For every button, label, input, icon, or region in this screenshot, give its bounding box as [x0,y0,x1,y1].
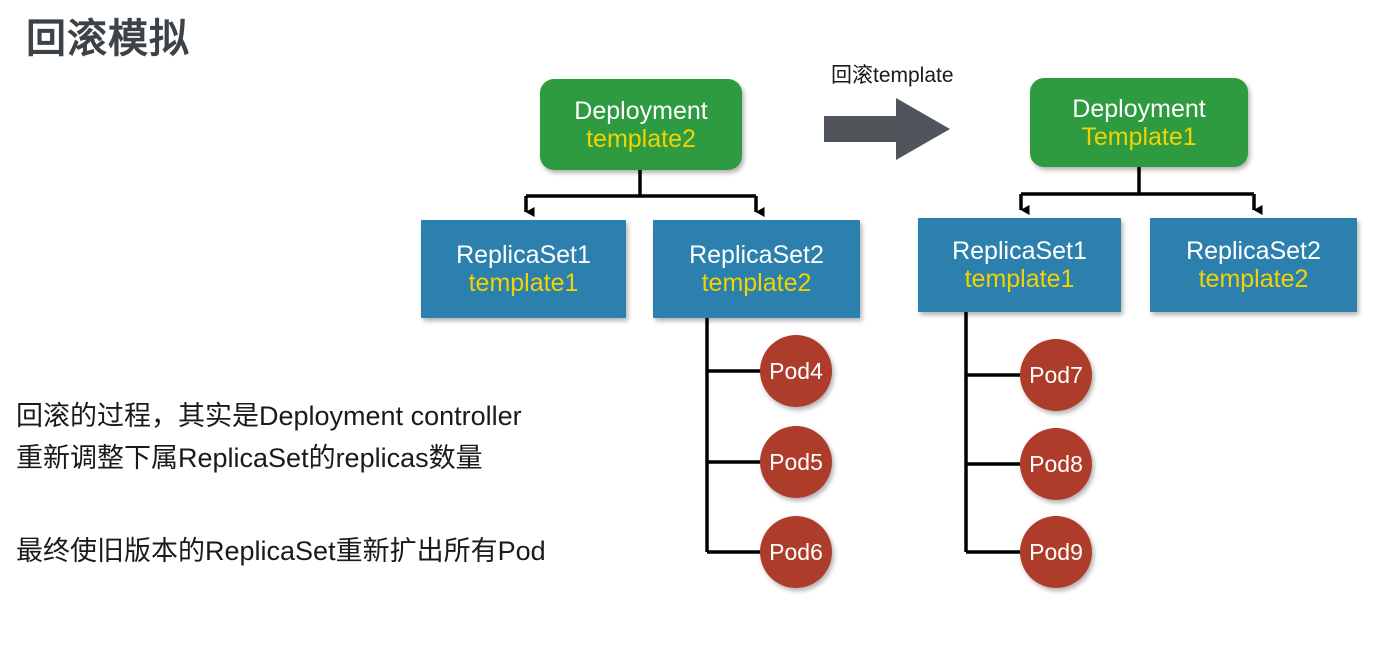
deployment-title-after: Deployment [1072,94,1206,123]
replicaset-template-before-1: template1 [468,269,579,297]
replicaset-node-after-1[interactable]: ReplicaSet1 template1 [918,218,1121,312]
replicaset-template-after-1: template1 [964,265,1075,293]
replicaset-template-before-2: template2 [701,269,812,297]
deployment-title-before: Deployment [574,96,708,125]
replicaset-node-before-1[interactable]: ReplicaSet1 template1 [421,220,626,318]
pod-node-before-1[interactable]: Pod4 [760,335,832,407]
replicaset-template-after-2: template2 [1198,265,1309,293]
deployment-node-after[interactable]: Deployment Template1 [1030,78,1248,167]
replicaset-title-after-2: ReplicaSet2 [1186,237,1321,265]
deployment-template-after: Template1 [1081,122,1197,151]
pod-node-before-3[interactable]: Pod6 [760,516,832,588]
replicaset-title-after-1: ReplicaSet1 [952,237,1087,265]
replicaset-node-after-2[interactable]: ReplicaSet2 template2 [1150,218,1357,312]
replicaset-node-before-2[interactable]: ReplicaSet2 template2 [653,220,860,318]
pod-node-before-2[interactable]: Pod5 [760,426,832,498]
deployment-node-before[interactable]: Deployment template2 [540,79,742,170]
pod-node-after-3[interactable]: Pod9 [1020,516,1092,588]
replicaset-title-before-2: ReplicaSet2 [689,241,824,269]
page-title: 回滚模拟 [26,17,190,61]
right-arrow-icon [824,98,950,160]
pod-node-after-1[interactable]: Pod7 [1020,339,1092,411]
note-line-3: 最终使旧版本的ReplicaSet重新扩出所有Pod [16,536,546,566]
replicaset-title-before-1: ReplicaSet1 [456,241,591,269]
note-line-1: 回滚的过程，其实是Deployment controller [16,401,522,431]
deployment-template-before: template2 [586,124,696,153]
pod-node-after-2[interactable]: Pod8 [1020,428,1092,500]
note-line-2: 重新调整下属ReplicaSet的replicas数量 [16,443,483,473]
transition-label: 回滚template [831,64,954,87]
